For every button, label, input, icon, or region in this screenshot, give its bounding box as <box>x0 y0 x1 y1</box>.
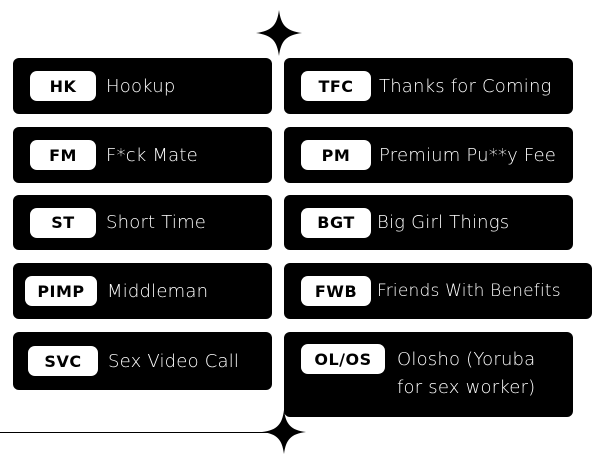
list-item: ST Short Time <box>13 195 272 250</box>
list-item: PIMP Middleman <box>13 263 272 319</box>
abbreviation-badge: PIMP <box>25 276 97 306</box>
abbreviation-meaning: Thanks for Coming <box>379 75 552 97</box>
abbreviation-badge: FM <box>30 140 96 170</box>
abbreviation-badge: SVC <box>28 346 98 376</box>
abbreviation-meaning: Sex Video Call <box>108 350 240 372</box>
abbreviation-badge: BGT <box>301 207 371 238</box>
sparkle-icon <box>256 10 302 56</box>
abbreviation-meaning: Big Girl Things <box>377 212 510 233</box>
abbreviation-meaning: Middleman <box>107 280 209 302</box>
abbreviation-meaning: Friends With Benefits <box>377 281 561 301</box>
abbreviation-meaning: Olosho (Yoruba for sex worker) <box>397 346 535 402</box>
list-item: FM F*ck Mate <box>13 127 272 183</box>
abbreviation-badge: TFC <box>301 71 371 101</box>
divider-line <box>0 432 270 433</box>
abbreviation-badge: HK <box>30 71 96 101</box>
abbreviation-badge: FWB <box>301 276 371 306</box>
list-item: BGT Big Girl Things <box>284 195 573 250</box>
abbreviation-meaning: Hookup <box>106 75 176 97</box>
abbreviation-badge: OL/OS <box>301 344 385 374</box>
list-item: HK Hookup <box>13 58 272 114</box>
meaning-line: for sex worker) <box>397 377 536 398</box>
abbreviation-badge: PM <box>301 140 371 170</box>
list-item: OL/OS Olosho (Yoruba for sex worker) <box>284 332 573 417</box>
abbreviation-meaning: Short Time <box>106 212 207 233</box>
meaning-line: Olosho (Yoruba <box>397 349 536 370</box>
list-item: PM Premium Pu**y Fee <box>284 127 573 183</box>
abbreviation-meaning: F*ck Mate <box>106 144 198 166</box>
list-item: FWB Friends With Benefits <box>284 263 592 319</box>
sparkle-icon <box>262 410 306 454</box>
abbreviation-meaning: Premium Pu**y Fee <box>379 144 557 166</box>
list-item: TFC Thanks for Coming <box>284 58 573 114</box>
list-item: SVC Sex Video Call <box>13 332 272 390</box>
abbreviation-badge: ST <box>30 207 96 238</box>
